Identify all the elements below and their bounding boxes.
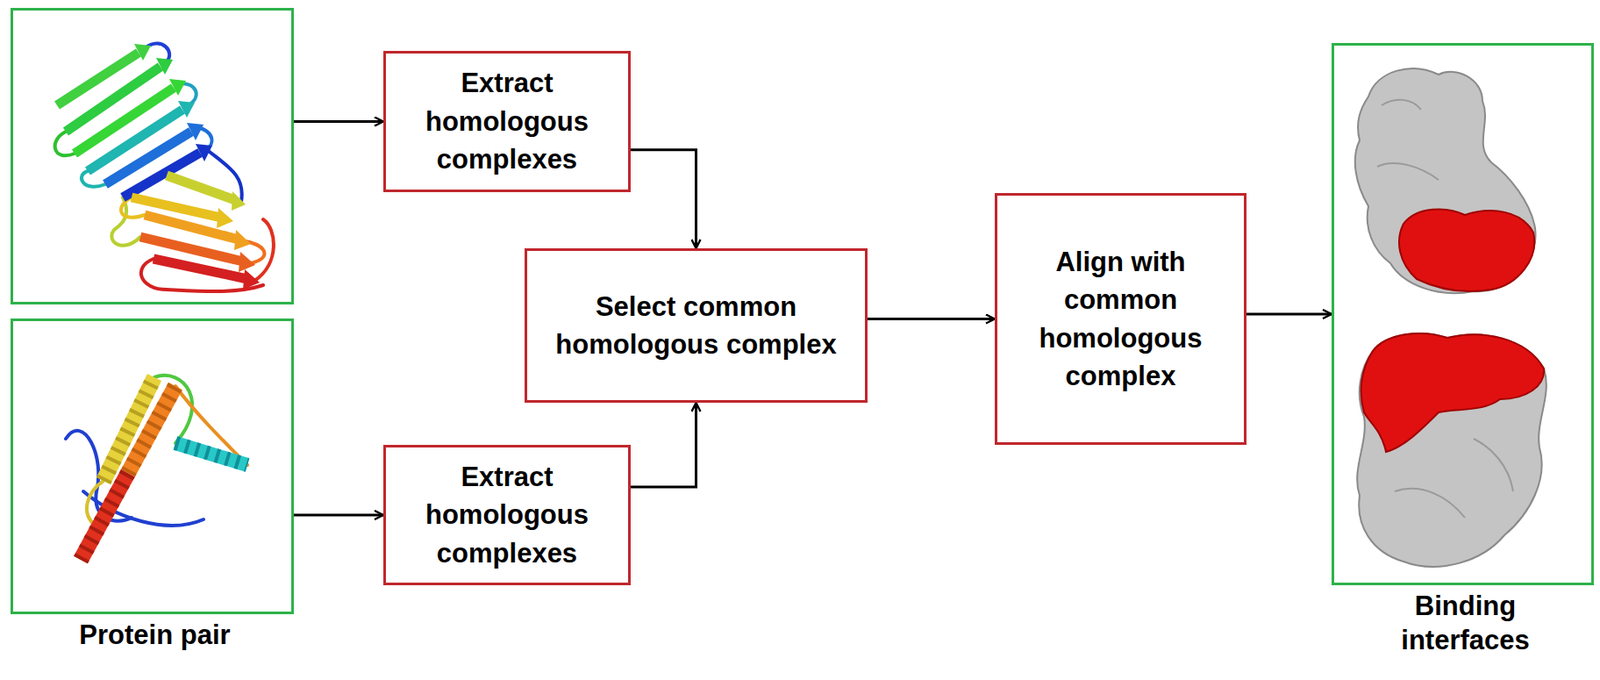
- result-panel: Binding interfaces: [1331, 42, 1594, 586]
- process-box: Select common homologous complex: [524, 248, 868, 403]
- protein-surface: [1355, 68, 1547, 567]
- process-box: Extract homologous complexes: [383, 50, 631, 193]
- step-label: Align with common homologous complex: [1009, 242, 1232, 396]
- step-label: Select common homologous complex: [539, 287, 853, 365]
- flow-arrow: [1246, 313, 1332, 316]
- flow-arrow: [293, 514, 384, 517]
- process-box: Extract homologous complexes: [383, 444, 631, 586]
- panel-label: Binding interfaces: [1378, 589, 1554, 658]
- panel-label: Protein pair: [14, 618, 296, 653]
- protein-ribbon: [55, 43, 274, 292]
- flow-arrow: [293, 120, 384, 123]
- protein-ribbon: [65, 375, 248, 560]
- flow-arrow: [630, 402, 697, 487]
- structure-panel: [10, 7, 294, 305]
- flow-arrow: [630, 150, 697, 249]
- step-label: Extract homologous complexes: [398, 64, 616, 179]
- flow-arrow: [867, 317, 995, 321]
- structure-panel: Protein pair: [10, 318, 294, 615]
- process-box: Align with common homologous complex: [994, 192, 1247, 445]
- step-label: Extract homologous complexes: [398, 457, 616, 572]
